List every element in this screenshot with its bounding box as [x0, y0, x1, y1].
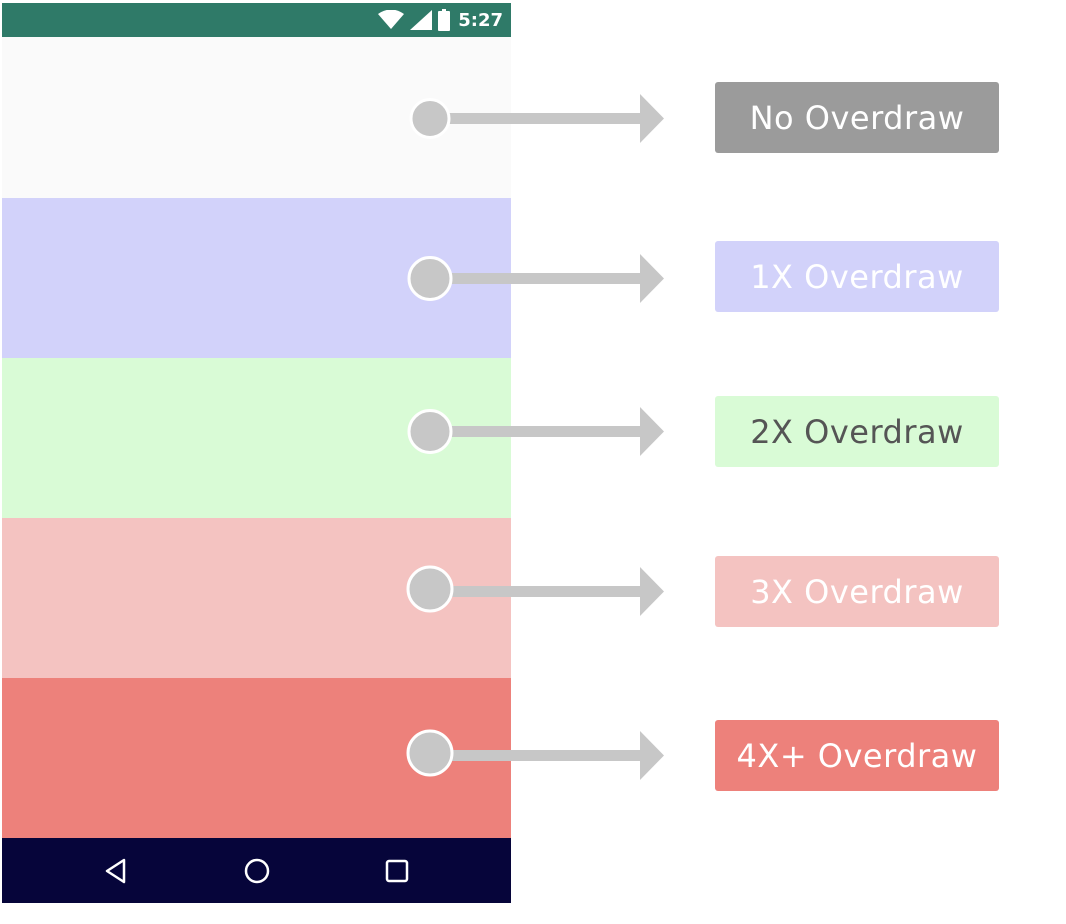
legend-label-text: 3X Overdraw [750, 572, 964, 611]
connector-dot [409, 98, 451, 139]
connector-none [409, 94, 664, 143]
connector-4x [406, 729, 664, 780]
connector-1x [407, 254, 664, 303]
legend-label-no-overdraw: No Overdraw [715, 82, 999, 153]
arrow-shaft [430, 750, 640, 761]
connector-2x [407, 407, 664, 456]
legend-label-3x-overdraw: 3X Overdraw [715, 556, 999, 627]
status-bar: 5:27 [2, 3, 511, 37]
arrow-head [640, 254, 664, 303]
legend-label-text: 1X Overdraw [750, 257, 964, 296]
legend-label-text: No Overdraw [749, 98, 965, 137]
home-icon[interactable] [241, 855, 273, 887]
recents-icon[interactable] [381, 855, 413, 887]
connector-dot [407, 256, 453, 301]
connector-dot [406, 565, 454, 613]
arrow-shaft [430, 113, 640, 124]
arrow-shaft [430, 586, 640, 597]
connector-dot [406, 729, 454, 777]
arrow-head [640, 94, 664, 143]
legend-label-4x-overdraw: 4X+ Overdraw [715, 720, 999, 791]
legend-label-1x-overdraw: 1X Overdraw [715, 241, 999, 312]
status-icons: 5:27 [378, 3, 503, 37]
connector-dot [407, 409, 453, 454]
arrow-head [640, 731, 664, 780]
arrow-shaft [430, 273, 640, 284]
status-time: 5:27 [458, 9, 503, 31]
legend-label-text: 2X Overdraw [750, 412, 964, 451]
battery-icon [438, 9, 451, 31]
connector-3x [406, 565, 664, 616]
legend-label-2x-overdraw: 2X Overdraw [715, 396, 999, 467]
navigation-bar [2, 838, 511, 903]
arrow-head [640, 407, 664, 456]
legend-label-text: 4X+ Overdraw [736, 736, 978, 775]
arrow-shaft [430, 426, 640, 437]
cellular-signal-icon [410, 10, 433, 30]
arrow-head [640, 567, 664, 616]
wifi-icon [378, 10, 405, 29]
back-icon[interactable] [100, 855, 132, 887]
